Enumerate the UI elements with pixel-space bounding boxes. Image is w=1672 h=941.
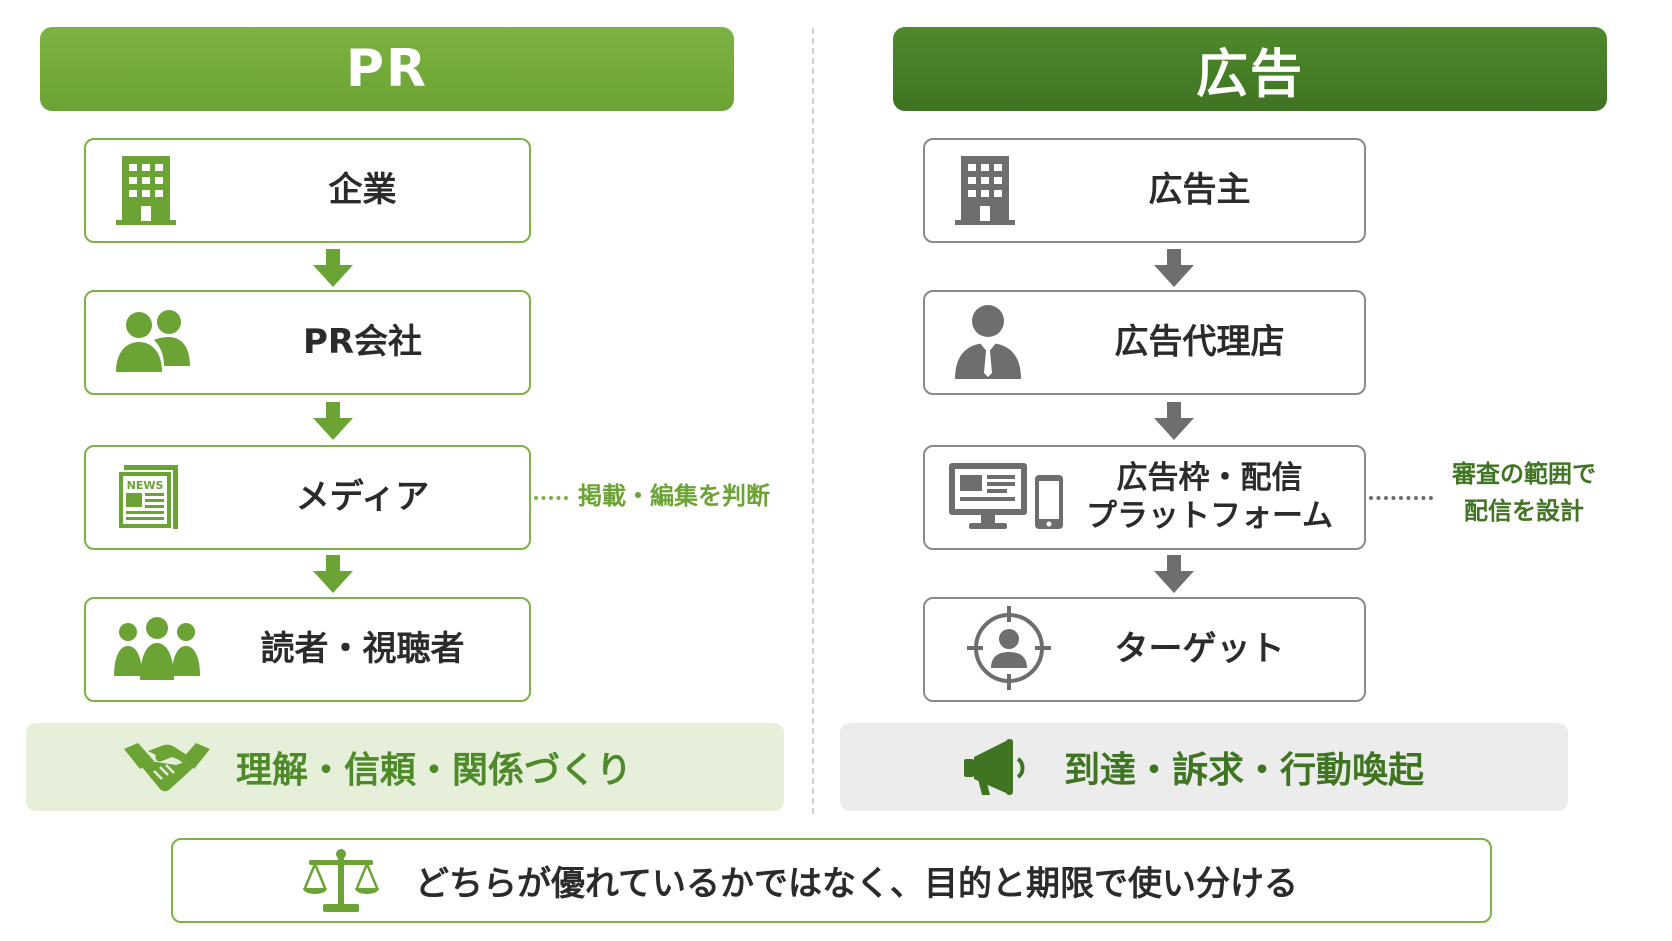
pr-note: 掲載・編集を判断	[578, 482, 770, 510]
pr-step-agency: PR会社	[84, 290, 531, 395]
conclusion-text: どちらが優れているかではなく、目的と期限で使い分ける	[415, 864, 1298, 904]
pr-summary-band: 理解・信頼・関係づくり	[26, 723, 784, 811]
pr-step-label: 読者・視聴者	[260, 629, 465, 670]
down-arrow-icon	[1154, 402, 1194, 440]
ad-step-label: ターゲット	[1114, 629, 1285, 670]
pr-step-audience: 読者・視聴者	[84, 597, 531, 702]
column-divider	[812, 28, 814, 814]
ad-step-label: 広告主	[1148, 170, 1251, 211]
pr-step-media: NEWS メディア	[84, 445, 531, 550]
pr-note-connector	[534, 496, 568, 500]
ad-note-connector	[1369, 496, 1433, 500]
pr-step-label: PR会社	[302, 322, 423, 363]
ad-step-agency: 広告代理店	[923, 290, 1366, 395]
down-arrow-icon	[313, 402, 353, 440]
ad-note-line2: 配信を設計	[1464, 497, 1584, 526]
pr-step-label: メディア	[295, 477, 430, 518]
ad-step3-line2: プラットフォーム	[1085, 497, 1334, 534]
down-arrow-icon	[1154, 249, 1194, 287]
handshake-icon	[124, 739, 210, 795]
ad-step-label: 広告枠・配信 プラットフォーム	[1075, 447, 1344, 548]
pr-header: PR	[40, 27, 734, 111]
target-person-icon	[967, 605, 1051, 694]
conclusion-box: どちらが優れているかではなく、目的と期限で使い分ける	[171, 838, 1492, 923]
ad-note-line1: 審査の範囲で	[1452, 460, 1596, 488]
ad-title: 広告	[1195, 44, 1304, 105]
ad-header: 広告	[893, 27, 1607, 111]
scale-icon	[303, 848, 379, 914]
pr-title: PR	[345, 39, 429, 99]
ad-summary-text: 到達・訴求・行動喚起	[1064, 750, 1425, 791]
ad-step-target: ターゲット	[923, 597, 1366, 702]
pr-step-label: 企業	[328, 170, 397, 211]
ad-note: 審査の範囲で 配信を設計	[1438, 456, 1610, 530]
ad-summary-band: 到達・訴求・行動喚起	[840, 723, 1568, 811]
monitor-phone-icon	[947, 461, 1065, 535]
megaphone-icon	[962, 737, 1034, 797]
newspaper-icon: NEWS	[114, 461, 184, 535]
building-icon	[114, 152, 178, 230]
pr-summary-text: 理解・信頼・関係づくり	[236, 750, 633, 791]
people-icon	[114, 308, 192, 378]
ad-step-label: 広告代理店	[1114, 322, 1285, 363]
building-icon	[953, 152, 1017, 230]
news-label: NEWS	[127, 479, 164, 492]
down-arrow-icon	[1154, 555, 1194, 593]
ad-step-advertiser: 広告主	[923, 138, 1366, 243]
audience-icon	[114, 616, 200, 684]
down-arrow-icon	[313, 555, 353, 593]
businessman-icon	[953, 303, 1023, 383]
down-arrow-icon	[313, 249, 353, 287]
ad-step-platform: 広告枠・配信 プラットフォーム	[923, 445, 1366, 550]
ad-step3-line1: 広告枠・配信	[1116, 460, 1303, 497]
pr-step-company: 企業	[84, 138, 531, 243]
